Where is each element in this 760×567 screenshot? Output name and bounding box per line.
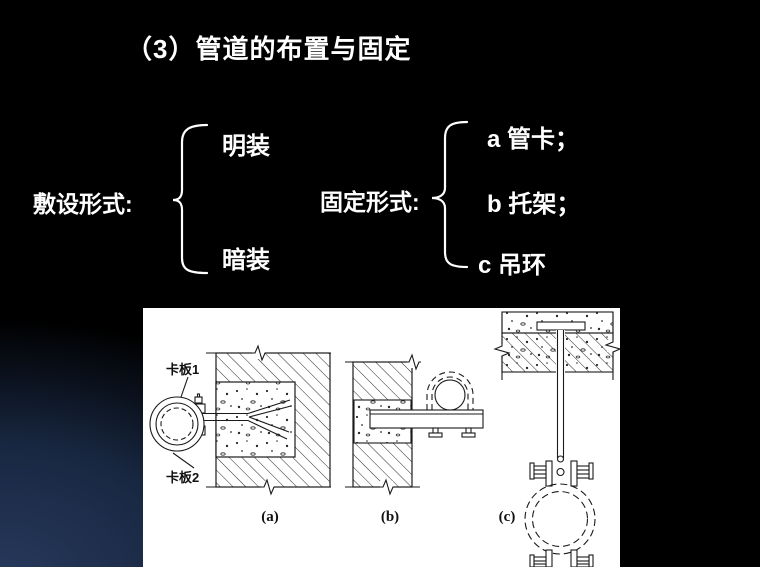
- fixing-item-bracket: b 托架；: [487, 191, 581, 218]
- caption-a: (a): [261, 509, 279, 525]
- diagram-a-pipe-clamp: 卡板1 卡板2 (a): [149, 344, 331, 525]
- hanger-ring-inner-dashed: [531, 490, 589, 548]
- hanger-ring-outer-dashed: [524, 483, 596, 555]
- caption-c: (c): [499, 509, 516, 525]
- embedded-plate: [536, 321, 586, 331]
- beam-bolts: [428, 427, 476, 438]
- u-bolt-outer-dashed: [426, 371, 474, 410]
- right-brace: [431, 120, 469, 269]
- deployment-item-exposed: 明装: [222, 133, 270, 160]
- fixing-item-hanger-ring: c 吊环: [478, 252, 547, 279]
- bracket-beam: [369, 409, 484, 429]
- pipe: [434, 379, 466, 411]
- break-mark: [604, 340, 622, 354]
- clamp-plate-1-label: 卡板1: [166, 362, 199, 377]
- clamp-bolt: [194, 396, 203, 404]
- slide-title: （3）管道的布置与固定: [126, 34, 412, 64]
- u-bolt-inner-dashed: [431, 376, 469, 410]
- pipe-dashed: [160, 407, 194, 441]
- clamp-plate-outer: [149, 396, 205, 452]
- clamp-plate-inner: [155, 402, 199, 446]
- ring-top-clamp: [529, 460, 594, 487]
- deployment-item-concealed: 暗装: [222, 247, 270, 274]
- break-mark: [380, 478, 396, 496]
- diagram-b-bracket: (b): [345, 353, 484, 525]
- ring-bottom-clamp: [529, 549, 594, 567]
- rod-tip: [556, 455, 565, 463]
- figure-panel: 卡板1 卡板2 (a): [143, 308, 622, 567]
- break-mark: [407, 353, 421, 371]
- diagram-c-hanger-ring: (c): [493, 311, 622, 567]
- caption-b: (b): [381, 509, 399, 525]
- fixing-item-pipe-clamp: a 管卡；: [487, 126, 580, 153]
- break-mark: [252, 344, 268, 362]
- deployment-forms-label: 敷设形式:: [33, 191, 133, 217]
- leader-line: [180, 376, 189, 398]
- left-brace: [172, 123, 209, 275]
- pipe-fixing-diagram: 卡板1 卡板2 (a): [149, 311, 622, 567]
- anchor-fork: [199, 399, 292, 440]
- break-mark: [493, 344, 511, 358]
- break-mark: [261, 478, 277, 496]
- clamp-plate-2-label: 卡板2: [166, 470, 199, 485]
- fixing-forms-label: 固定形式:: [320, 189, 420, 215]
- leader-line: [172, 452, 195, 469]
